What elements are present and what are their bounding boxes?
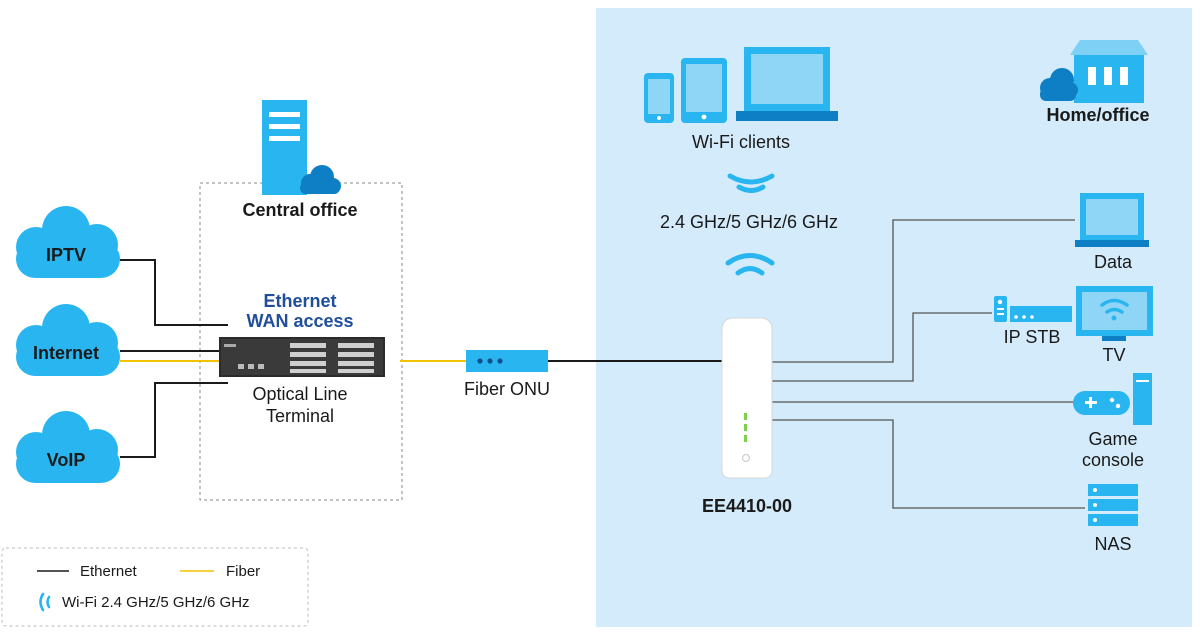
stb-icon xyxy=(994,296,1072,322)
wifi-icon xyxy=(725,253,775,276)
wifi-icon xyxy=(39,592,51,612)
ethernet-link-voip xyxy=(120,382,228,458)
service-iptv-label: IPTV xyxy=(46,245,86,265)
house-icon xyxy=(1070,40,1148,103)
device-nas-label: NAS xyxy=(1094,534,1131,554)
cloud-icon xyxy=(1040,68,1078,101)
ethernet-link-data xyxy=(772,219,1075,363)
legend-ethernet-label: Ethernet xyxy=(80,563,138,580)
service-internet-label: Internet xyxy=(33,343,99,363)
ethernet-link-iptv xyxy=(120,259,228,326)
cloud-icon xyxy=(16,206,120,278)
legend: Ethernet Fiber Wi-Fi 2.4 GHz/5 GHz/6 GHz xyxy=(1,547,309,627)
central-office-box xyxy=(199,182,403,501)
console-icon xyxy=(1133,373,1152,425)
router-model-label: EE4410-00 xyxy=(702,496,792,516)
cloud-icon xyxy=(16,411,120,483)
device-data-label: Data xyxy=(1094,252,1133,272)
onu-label: Fiber ONU xyxy=(464,379,550,399)
device-game-line2: console xyxy=(1082,450,1144,470)
ethernet-wan-line2: WAN access xyxy=(246,311,353,331)
cloud-icon xyxy=(300,165,341,194)
gamepad-icon xyxy=(1073,391,1130,415)
wifi-clients-label: Wi-Fi clients xyxy=(692,132,790,152)
legend-wifi-label: Wi-Fi 2.4 GHz/5 GHz/6 GHz xyxy=(62,594,250,611)
onu-icon xyxy=(466,350,548,372)
legend-fiber-label: Fiber xyxy=(226,563,260,580)
ethernet-wan-line1: Ethernet xyxy=(263,291,336,311)
home-office-title: Home/office xyxy=(1046,105,1149,125)
device-tv-label: TV xyxy=(1102,345,1125,365)
central-office-title: Central office xyxy=(242,200,357,220)
olt-label-line2: Terminal xyxy=(266,406,334,426)
laptop-icon xyxy=(1075,193,1149,247)
ethernet-link-stb xyxy=(772,312,992,382)
laptop-icon xyxy=(736,47,838,121)
service-voip-label: VoIP xyxy=(47,450,86,470)
phone-icon xyxy=(644,73,674,123)
cloud-icon xyxy=(16,304,120,376)
olt-label-line1: Optical Line xyxy=(252,384,347,404)
device-game-line1: Game xyxy=(1088,429,1137,449)
wifi-icon xyxy=(727,173,775,193)
server-icon xyxy=(262,100,307,195)
tablet-icon xyxy=(681,58,727,123)
ethernet-link-nas xyxy=(772,419,1085,509)
router-icon xyxy=(721,317,773,479)
wifi-bands-label: 2.4 GHz/5 GHz/6 GHz xyxy=(660,212,838,232)
tv-icon xyxy=(1076,286,1153,341)
olt-chassis-icon xyxy=(219,337,385,377)
nas-icon xyxy=(1088,484,1138,526)
device-stb-label: IP STB xyxy=(1004,327,1061,347)
